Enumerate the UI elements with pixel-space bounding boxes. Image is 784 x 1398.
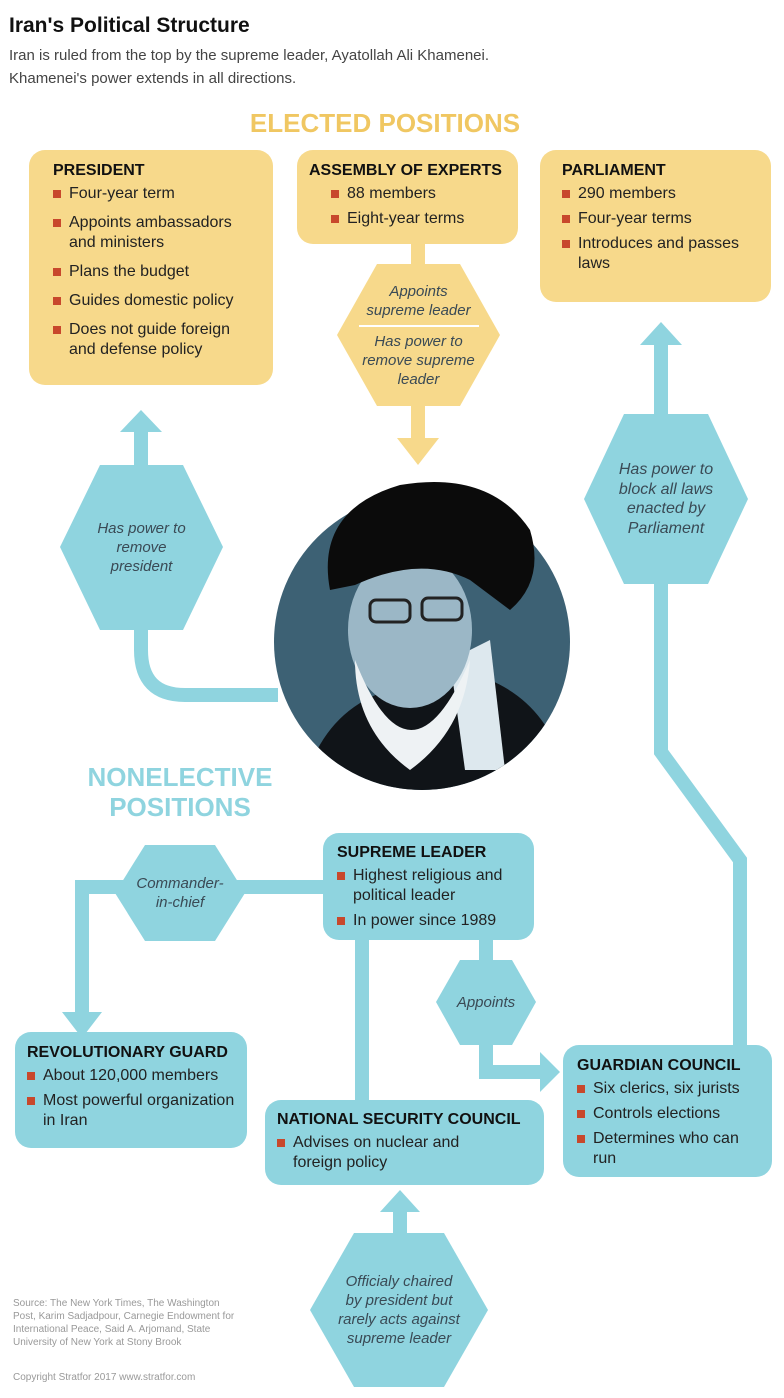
list-item: Four-year terms <box>562 209 757 229</box>
heading-line: NONELECTIVE <box>87 762 273 792</box>
box-title: PRESIDENT <box>53 162 145 179</box>
parliament-connector <box>654 580 747 1050</box>
president-box: PRESIDENT Four-year term Appoints ambass… <box>29 150 273 385</box>
president-connector <box>134 430 278 702</box>
page-title: Iran's Political Structure <box>9 14 250 37</box>
parliament-box: PARLIAMENT 290 members Four-year terms I… <box>540 150 771 302</box>
list-item: Most powerful organization in Iran <box>27 1091 239 1131</box>
box-title: PARLIAMENT <box>562 162 666 179</box>
arrow-up-icon <box>380 1190 420 1212</box>
hexagon-label: Appoints supreme leader <box>366 282 471 319</box>
source-note: Source: The New York Times, The Washingt… <box>13 1298 235 1348</box>
list-item: Controls elections <box>577 1104 762 1124</box>
supreme-leader-box: SUPREME LEADER Highest religious and pol… <box>323 833 534 940</box>
hexagon-label: Has power to remove supreme leader <box>362 332 475 388</box>
nonelective-positions-heading: NONELECTIVE POSITIONS <box>60 762 300 822</box>
block-laws-hexagon: Has power to block all laws enacted by P… <box>584 414 748 584</box>
box-title: GUARDIAN COUNCIL <box>577 1057 741 1074</box>
arrow-up-icon <box>640 322 682 345</box>
hexagon-label: Commander-in-chief <box>136 875 224 911</box>
list-item: Determines who can run <box>577 1129 762 1169</box>
list-item: Plans the budget <box>53 262 259 282</box>
list-item: In power since 1989 <box>337 911 524 931</box>
assembly-of-experts-box: ASSEMBLY OF EXPERTS 88 members Eight-yea… <box>297 150 518 244</box>
box-title: REVOLUTIONARY GUARD <box>27 1044 228 1061</box>
subtitle-line: Iran is ruled from the top by the suprem… <box>9 47 489 64</box>
appoints-hexagon: Appoints <box>436 960 536 1045</box>
box-title: ASSEMBLY OF EXPERTS <box>309 162 502 179</box>
list-item: About 120,000 members <box>27 1066 239 1086</box>
list-item: Eight-year terms <box>331 209 512 229</box>
list-item: 88 members <box>331 184 512 204</box>
box-title: NATIONAL SECURITY COUNCIL <box>277 1111 521 1128</box>
revolutionary-guard-box: REVOLUTIONARY GUARD About 120,000 member… <box>15 1032 247 1148</box>
hexagon-label: Officialy chaired by president but rarel… <box>338 1273 460 1347</box>
arrow-down-icon <box>397 438 439 465</box>
arrow-right-icon <box>540 1052 560 1092</box>
list-item: Six clerics, six jurists <box>577 1079 762 1099</box>
assembly-powers-hexagon: Appoints supreme leader Has power to rem… <box>337 264 500 406</box>
hexagon-label: Has power to remove president <box>97 520 186 575</box>
divider <box>358 324 479 327</box>
list-item: Advises on nuclear and foreign policy <box>277 1133 493 1173</box>
list-item: Four-year term <box>53 184 259 204</box>
supreme-leader-portrait <box>274 482 570 790</box>
box-title: SUPREME LEADER <box>337 844 487 861</box>
revolutionary-guard-connector <box>75 880 325 1015</box>
national-security-council-box: NATIONAL SECURITY COUNCIL Advises on nuc… <box>265 1100 544 1185</box>
list-item: Introduces and passes laws <box>562 234 757 274</box>
remove-president-hexagon: Has power to remove president <box>60 465 223 630</box>
list-item: Guides domestic policy <box>53 291 259 311</box>
subtitle-line: Khamenei's power extends in all directio… <box>9 70 297 87</box>
commander-hexagon: Commander-in-chief <box>115 845 245 941</box>
chaired-hexagon: Officialy chaired by president but rarel… <box>310 1233 488 1387</box>
arrow-down-icon <box>62 1012 102 1038</box>
hexagon-label: Appoints <box>456 994 516 1011</box>
arrow-up-icon <box>120 410 162 432</box>
subtitle: Iran is ruled from the top by the suprem… <box>9 44 569 90</box>
heading-line: POSITIONS <box>109 792 251 822</box>
guardian-council-box: GUARDIAN COUNCIL Six clerics, six jurist… <box>563 1045 772 1177</box>
list-item: Does not guide foreign and defense polic… <box>53 320 259 360</box>
hexagon-label: Has power to block all laws enacted by P… <box>618 461 714 537</box>
list-item: Appoints ambassadors and ministers <box>53 213 259 253</box>
elected-positions-heading: ELECTED POSITIONS <box>249 108 521 138</box>
list-item: Highest religious and political leader <box>337 866 524 906</box>
copyright: Copyright Stratfor 2017 www.stratfor.com <box>13 1372 196 1383</box>
list-item: 290 members <box>562 184 757 204</box>
